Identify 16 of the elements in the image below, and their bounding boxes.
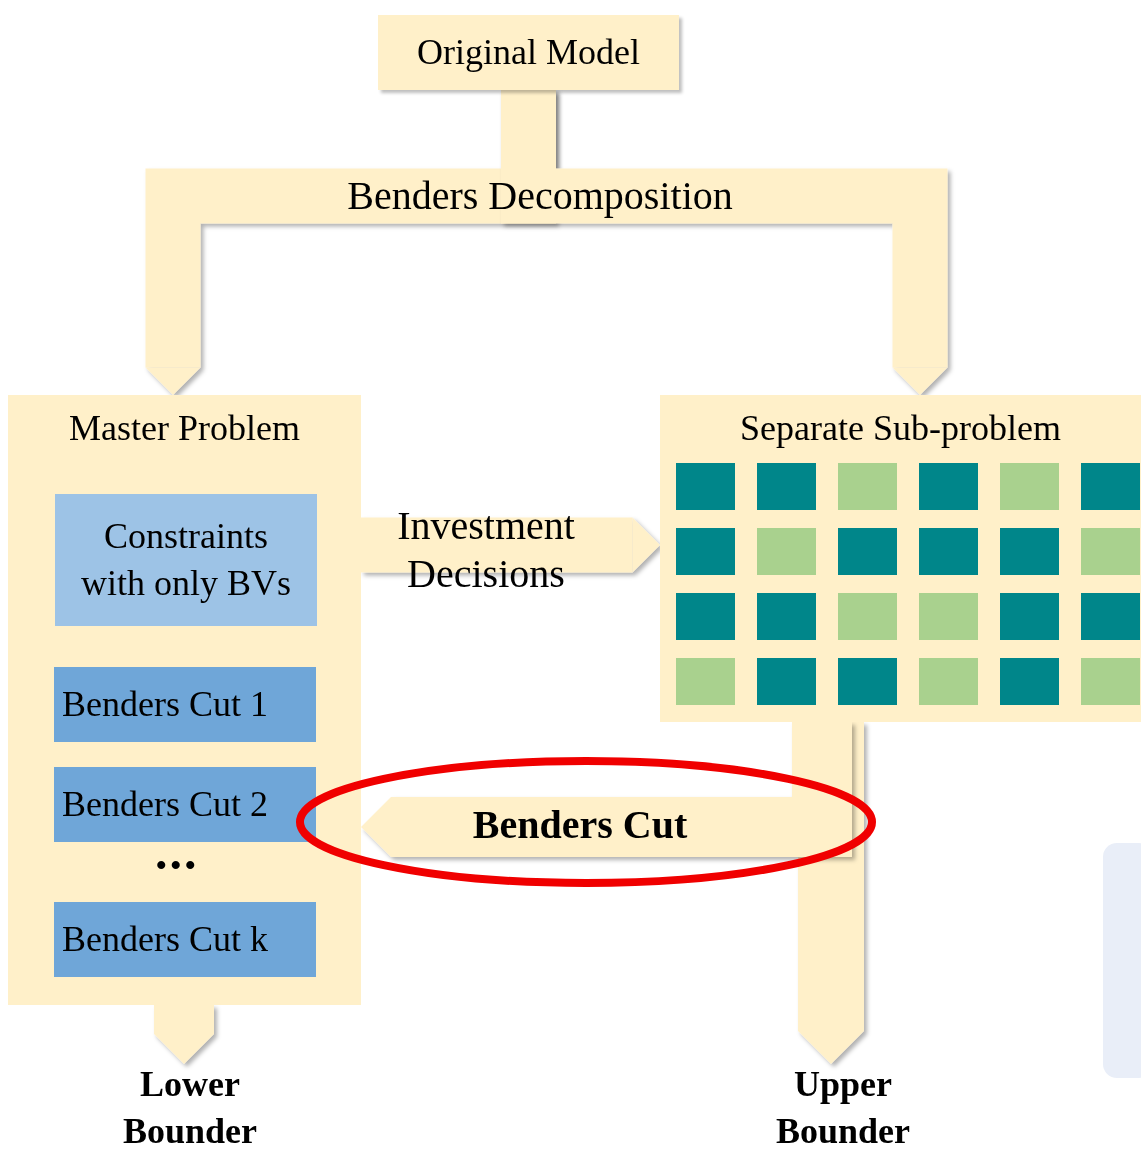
- block-arrow: [154, 1005, 214, 1064]
- result-label: Upper Bounder: [743, 1064, 943, 1152]
- process-box: Constraints with only BVs: [55, 494, 317, 626]
- process-box: Original Model: [378, 15, 679, 90]
- ellipsis: •••: [156, 850, 200, 880]
- process-box: Benders Cut k: [54, 902, 316, 977]
- edge-label: Investment Decisions: [396, 502, 576, 598]
- process-box: Benders Cut 2: [54, 767, 316, 842]
- edge-label: Benders Decomposition: [346, 172, 734, 220]
- process-box: Benders Cut 1: [54, 667, 316, 742]
- panel: Separate Sub-problem: [660, 395, 1141, 722]
- block-arrow: [798, 722, 864, 1064]
- block-arrow: [361, 517, 660, 573]
- edge-label: Benders Cut: [471, 801, 689, 849]
- result-label: Lower Bounder: [90, 1064, 290, 1152]
- panel: Master Problem Constraints with only BVs Benders Cut 1 Benders Cut 2 Benders Cut k •••: [8, 395, 361, 1005]
